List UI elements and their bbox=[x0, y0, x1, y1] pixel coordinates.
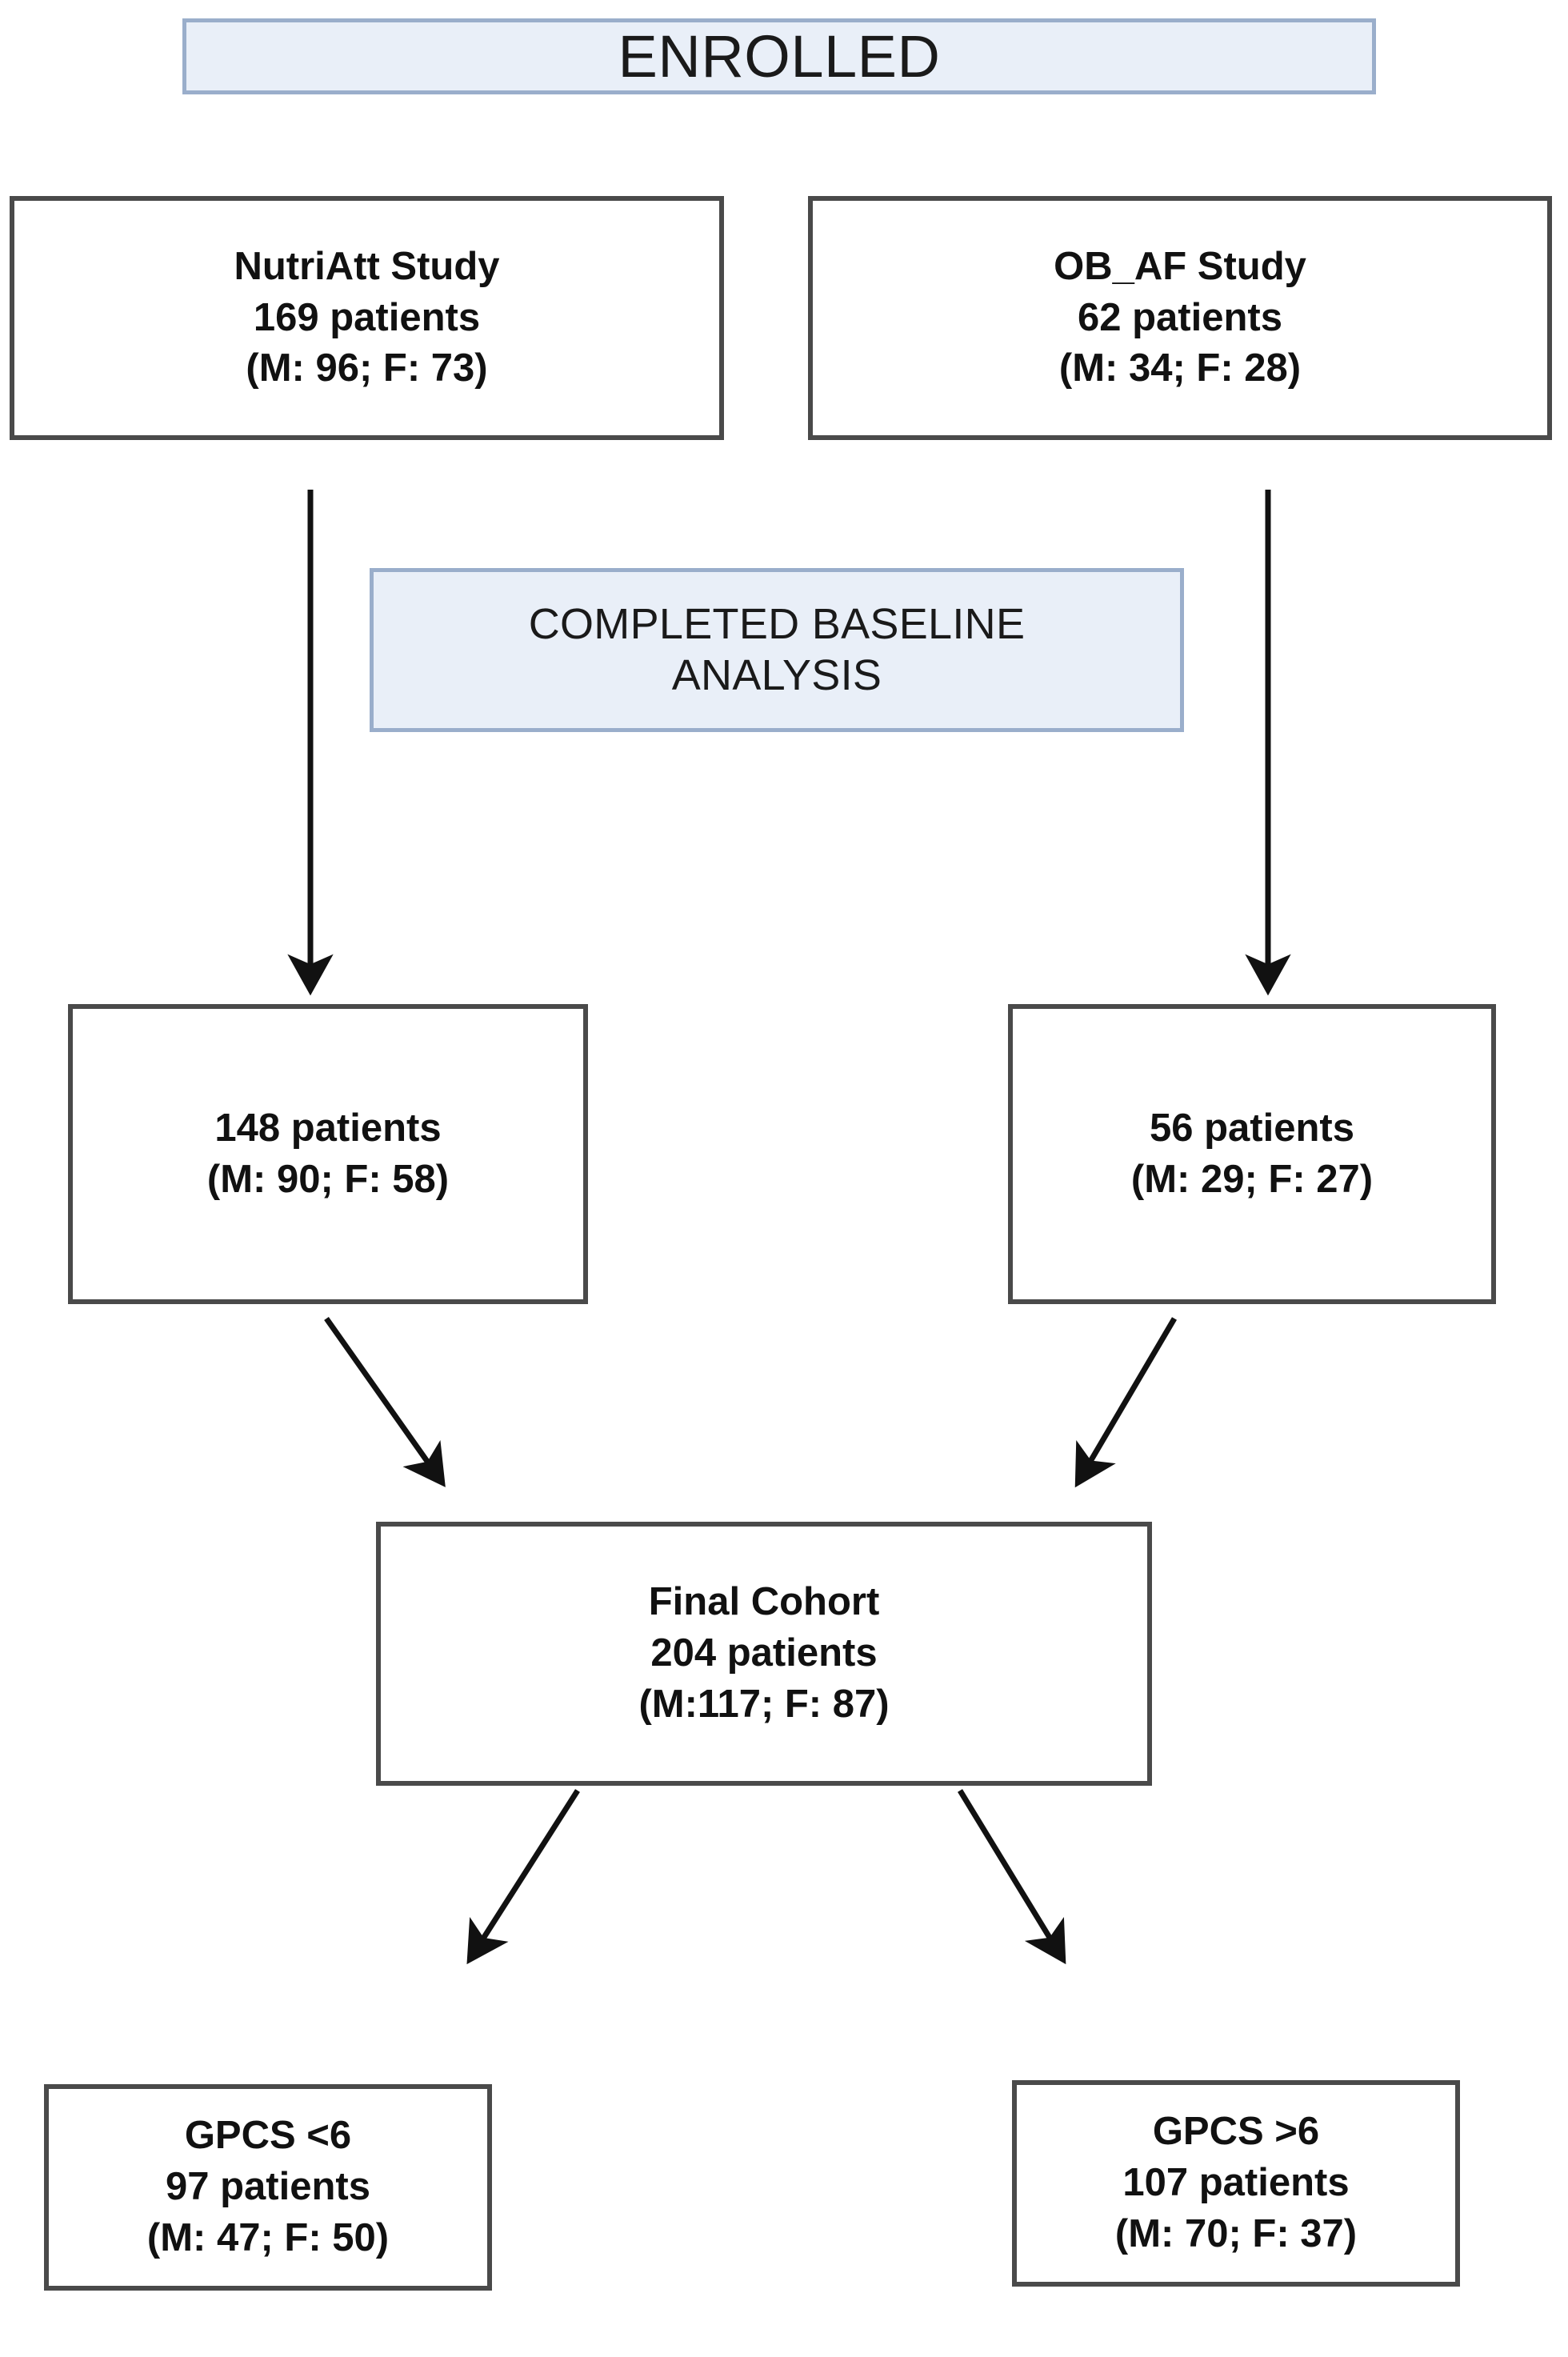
arrow-final-to-gpcs-high bbox=[958, 1789, 1066, 1965]
obaf-baseline-patients: 56 patients bbox=[1150, 1106, 1354, 1150]
nutriatt-baseline-sex: (M: 90; F: 58) bbox=[206, 1157, 450, 1201]
gpcs-low-sex: (M: 47; F: 50) bbox=[146, 2215, 390, 2259]
final-cohort-patients: 204 patients bbox=[650, 1631, 878, 1675]
gpcs-high-patients: 107 patients bbox=[1122, 2161, 1350, 2205]
stage-header-enrolled: ENROLLED bbox=[182, 18, 1376, 94]
node-obaf-baseline: 56 patients (M: 29; F: 27) bbox=[1008, 1004, 1496, 1304]
stage-header-baseline-analysis: COMPLETED BASELINE ANALYSIS bbox=[370, 568, 1184, 732]
node-nutriatt-baseline: 148 patients (M: 90; F: 58) bbox=[68, 1004, 588, 1304]
baseline-label-line1: COMPLETED BASELINE bbox=[528, 599, 1026, 648]
node-gpcs-high: GPCS >6 107 patients (M: 70; F: 37) bbox=[1012, 2080, 1460, 2287]
arrow-obaf-baseline-to-final bbox=[1074, 1317, 1178, 1488]
baseline-label-line2: ANALYSIS bbox=[671, 650, 882, 699]
arrow-nutriatt-baseline-to-final bbox=[324, 1316, 446, 1487]
obaf-baseline-sex: (M: 29; F: 27) bbox=[1130, 1157, 1374, 1201]
obaf-name: OB_AF Study bbox=[1054, 244, 1306, 288]
nutriatt-baseline-patients: 148 patients bbox=[214, 1106, 442, 1150]
node-obaf-study: OB_AF Study 62 patients (M: 34; F: 28) bbox=[808, 196, 1552, 440]
final-cohort-name: Final Cohort bbox=[648, 1580, 880, 1624]
node-nutriatt-study: NutriAtt Study 169 patients (M: 96; F: 7… bbox=[10, 196, 724, 440]
nutriatt-sex: (M: 96; F: 73) bbox=[246, 346, 488, 390]
gpcs-high-name: GPCS >6 bbox=[1152, 2110, 1320, 2154]
gpcs-low-name: GPCS <6 bbox=[184, 2114, 352, 2158]
obaf-sex: (M: 34; F: 28) bbox=[1058, 346, 1302, 390]
gpcs-low-patients: 97 patients bbox=[166, 2165, 370, 2209]
node-gpcs-low: GPCS <6 97 patients (M: 47; F: 50) bbox=[44, 2084, 492, 2291]
final-cohort-sex: (M:117; F: 87) bbox=[638, 1682, 890, 1726]
enrolled-label: ENROLLED bbox=[618, 22, 941, 90]
nutriatt-name: NutriAtt Study bbox=[234, 244, 500, 288]
nutriatt-patients: 169 patients bbox=[253, 295, 481, 339]
arrow-final-to-gpcs-low bbox=[466, 1789, 580, 1965]
obaf-patients: 62 patients bbox=[1078, 295, 1282, 339]
gpcs-high-sex: (M: 70; F: 37) bbox=[1114, 2211, 1358, 2255]
node-final-cohort: Final Cohort 204 patients (M:117; F: 87) bbox=[376, 1522, 1152, 1786]
